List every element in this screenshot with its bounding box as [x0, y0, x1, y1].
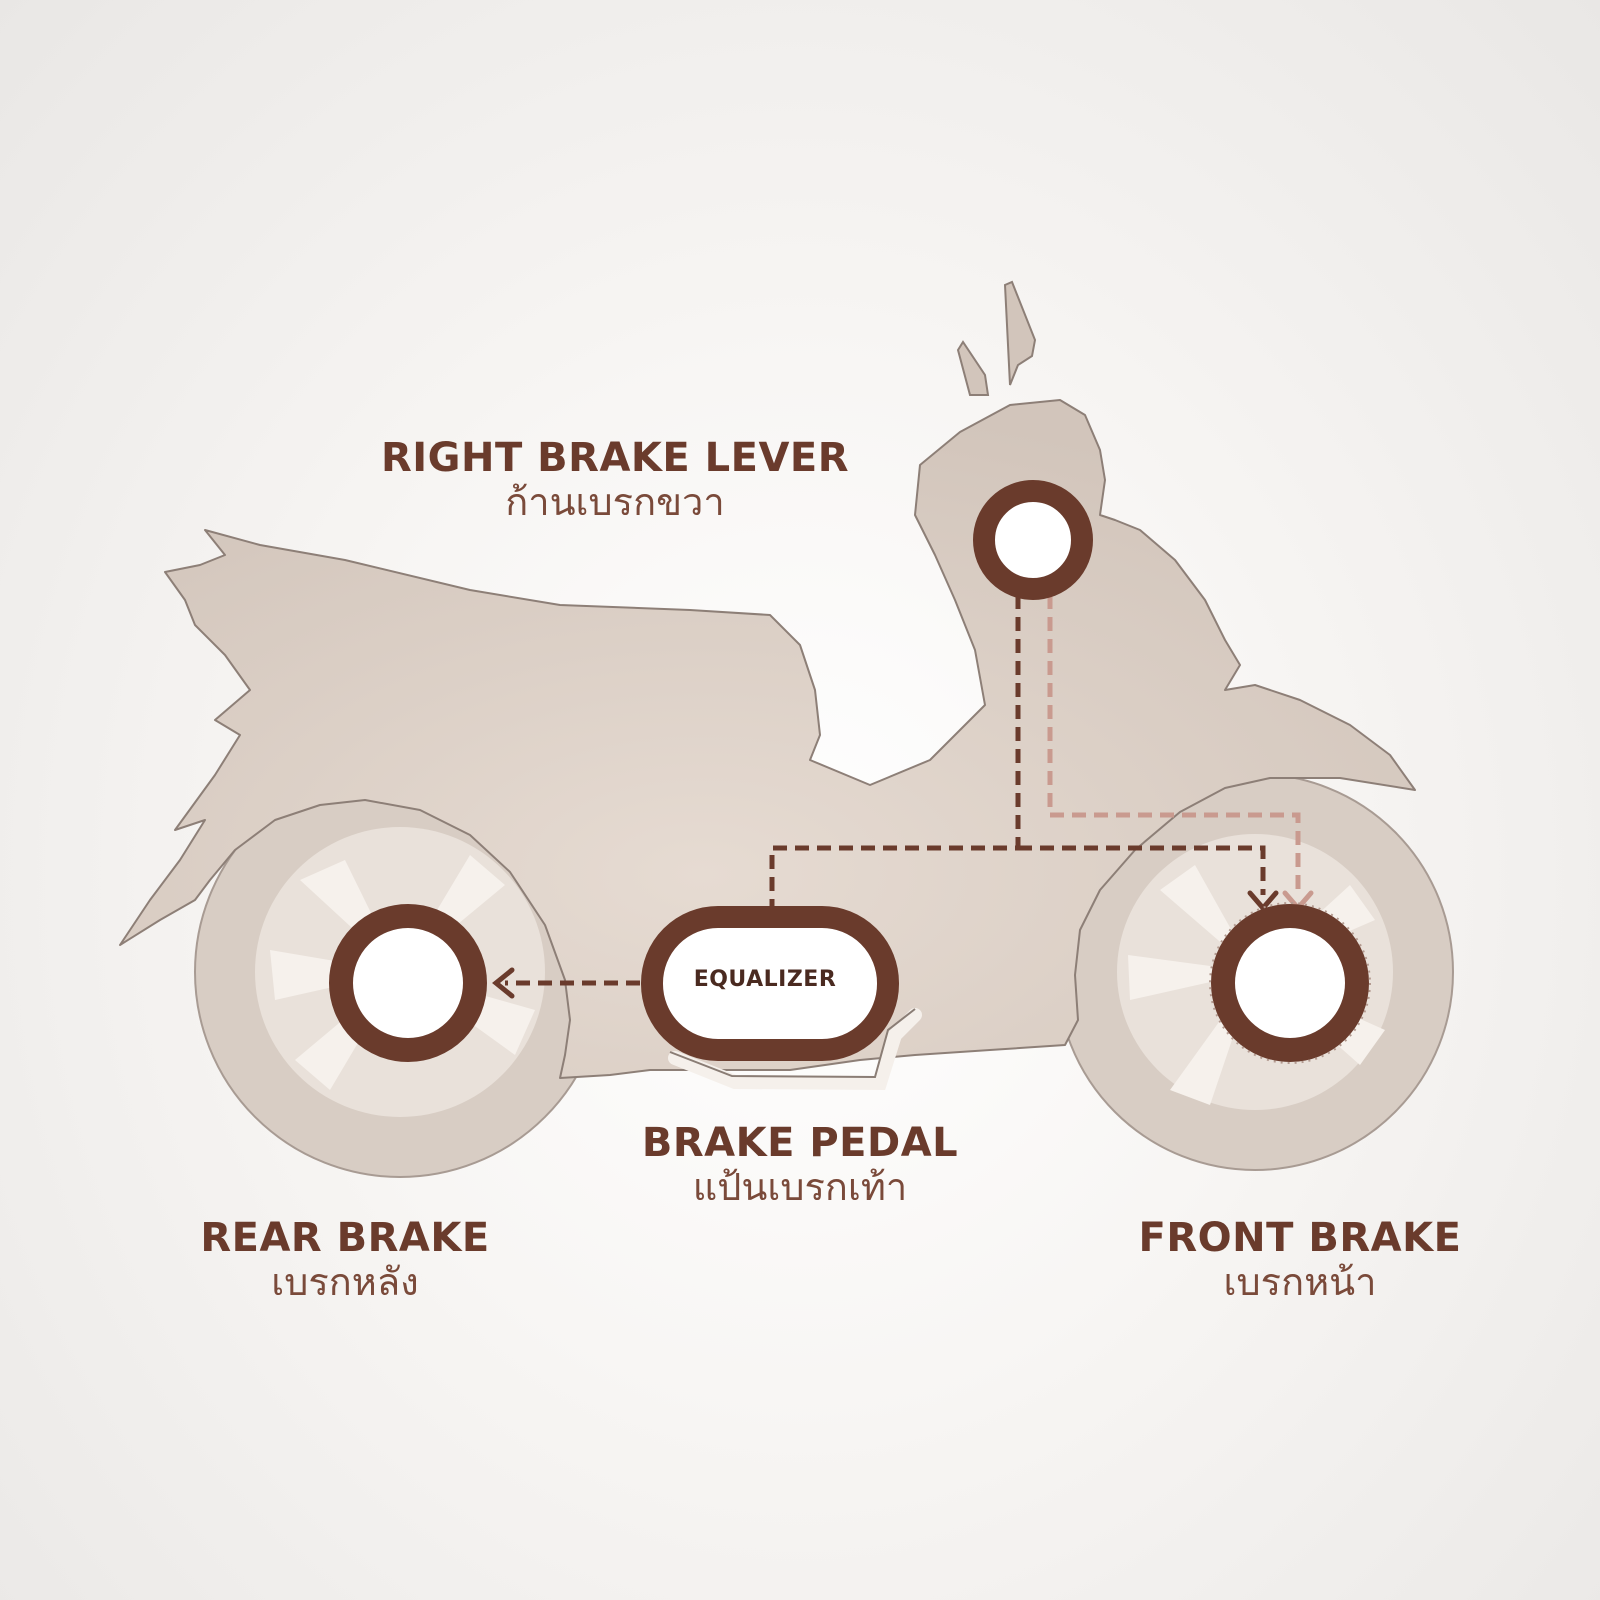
- mirror-left: [956, 340, 990, 396]
- label-right-brake-lever-en: RIGHT BRAKE LEVER: [380, 435, 850, 481]
- front-brake-ring: [1209, 902, 1371, 1064]
- label-brake-pedal-th: แป้นเบรกเท้า: [692, 1165, 908, 1209]
- mirror-right: [1003, 280, 1037, 386]
- label-rear-brake: REAR BRAKE เบรกหลัง: [150, 1215, 540, 1305]
- rear-brake-ring: [329, 904, 487, 1062]
- equalizer-box: [641, 906, 899, 1061]
- label-rear-brake-en: REAR BRAKE: [200, 1215, 490, 1261]
- label-right-brake-lever: RIGHT BRAKE LEVER ก้านเบรกขวา: [340, 435, 890, 525]
- label-brake-pedal-en: BRAKE PEDAL: [641, 1120, 959, 1166]
- label-front-brake-en: FRONT BRAKE: [1138, 1215, 1462, 1261]
- dashed-line-lever-to-equalizer: [769, 595, 1021, 908]
- brake-pedal-arm: [668, 1008, 922, 1091]
- dashed-line-junction-to-front: [1018, 845, 1266, 895]
- right-brake-lever-ring: [973, 480, 1093, 600]
- brake-pedal-arm-outline: [669, 1008, 916, 1079]
- equalizer-label: EQUALIZER: [693, 967, 837, 992]
- arrow-rear-icon: [492, 967, 515, 999]
- label-front-brake-th: เบรกหน้า: [1223, 1260, 1377, 1304]
- dashed-lines: [505, 595, 1301, 986]
- label-front-brake: FRONT BRAKE เบรกหน้า: [1090, 1215, 1510, 1305]
- label-brake-pedal: BRAKE PEDAL แป้นเบรกเท้า: [590, 1120, 1010, 1210]
- arrow-front-dark-icon: [1247, 890, 1279, 912]
- dashed-line-lever-to-front: [1047, 595, 1301, 895]
- label-rear-brake-th: เบรกหลัง: [271, 1260, 419, 1304]
- label-right-brake-lever-th: ก้านเบรกขวา: [505, 480, 725, 524]
